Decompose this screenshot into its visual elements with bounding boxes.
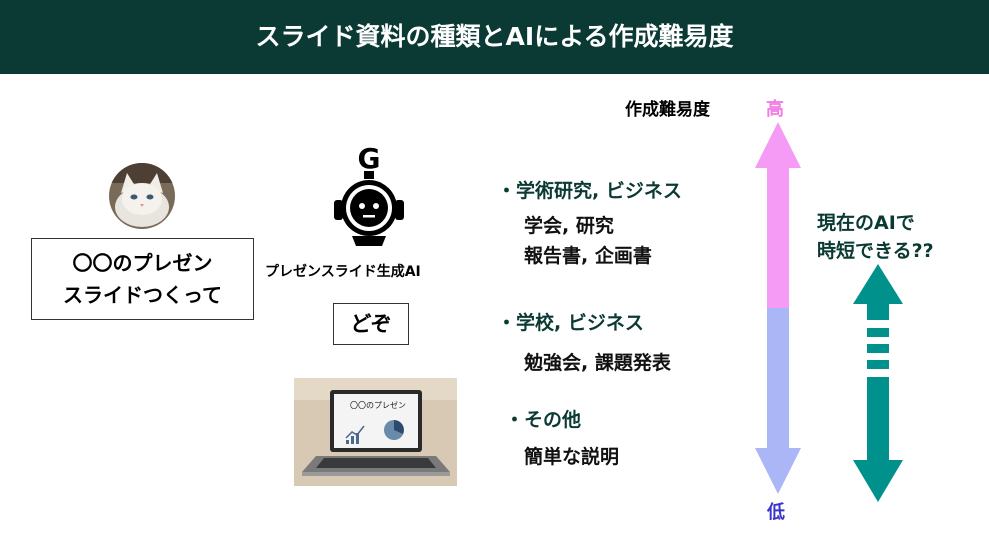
title-bar: スライド資料の種類とAIによる作成難易度: [0, 0, 989, 74]
note-line-1: 現在のAIで: [817, 212, 915, 234]
category-example: 学会, 研究: [524, 215, 614, 237]
laptop-screen-title: 〇〇のプレゼン: [350, 400, 406, 410]
request-speech-box: 〇〇のプレゼン スライドつくって: [31, 238, 254, 320]
difficulty-arrow: [755, 122, 801, 494]
cat-avatar: [109, 163, 175, 229]
category-title: ・その他: [505, 409, 582, 431]
category-example: 勉強会, 課題発表: [524, 352, 671, 374]
robot-label: プレゼンスライド生成AI: [265, 264, 421, 280]
category-example: 簡単な説明: [524, 446, 620, 468]
slide-title: スライド資料の種類とAIによる作成難易度: [255, 22, 734, 51]
robot-badge: G: [358, 142, 381, 175]
time-saving-arrow: [853, 264, 903, 502]
category-example: 報告書, 企画書: [524, 245, 652, 267]
difficulty-low-label: 低: [767, 502, 785, 523]
ai-time-saving-note: 現在のAIで 時短できる??: [817, 209, 934, 265]
laptop-image: 〇〇のプレゼン: [294, 378, 457, 486]
reply-text: どぞ: [350, 312, 392, 336]
note-line-2: 時短できる??: [817, 240, 934, 262]
request-line-2: スライドつくって: [63, 283, 222, 307]
difficulty-axis-title: 作成難易度: [625, 100, 710, 120]
category-title: ・学術研究, ビジネス: [497, 180, 682, 202]
category-title: ・学校, ビジネス: [497, 312, 644, 334]
difficulty-high-label: 高: [766, 99, 784, 120]
robot-icon: G: [324, 140, 414, 248]
reply-speech-box: どぞ: [333, 303, 409, 345]
request-line-1: 〇〇のプレゼン: [72, 251, 213, 275]
